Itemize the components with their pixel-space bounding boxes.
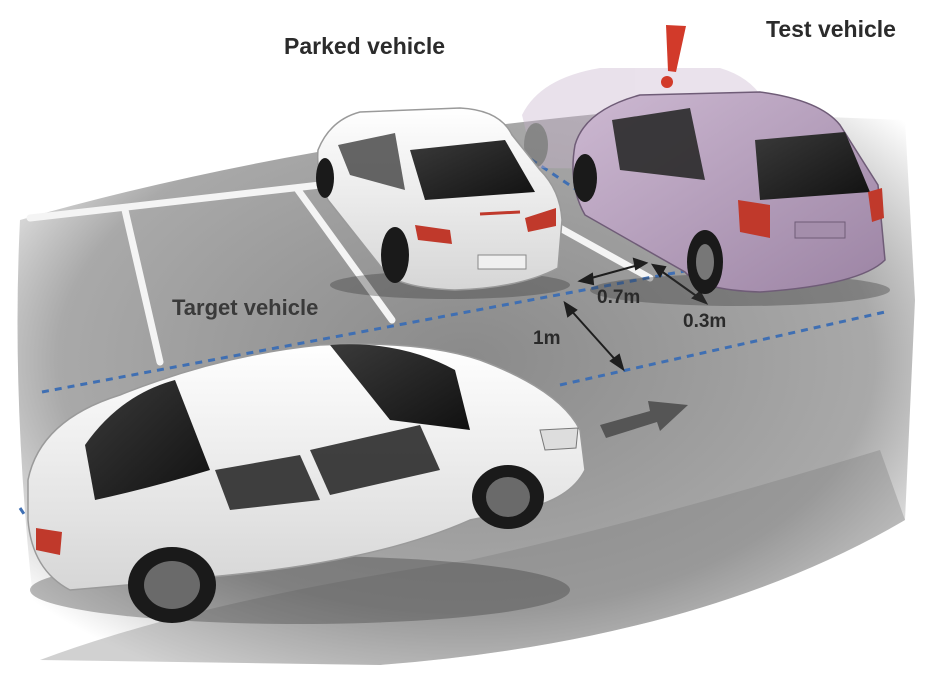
rear-offset-label: 0.3m — [683, 311, 727, 332]
target-vehicle — [27, 343, 586, 624]
parking-lines — [26, 181, 654, 366]
arrow-right-icon — [600, 401, 688, 438]
lateral-gap-label: 0.7m — [597, 287, 641, 308]
test-vehicle-label: Test vehicle — [766, 16, 896, 42]
parked-vehicle-label: Parked vehicle — [284, 33, 446, 59]
dimension-arrows — [563, 257, 709, 372]
test-vehicle — [572, 91, 890, 306]
parked-vehicle — [316, 107, 570, 299]
target-vehicle-label: Target vehicle — [172, 295, 319, 320]
path-offset-label: 1m — [533, 328, 561, 349]
exclamation-icon — [661, 25, 686, 88]
